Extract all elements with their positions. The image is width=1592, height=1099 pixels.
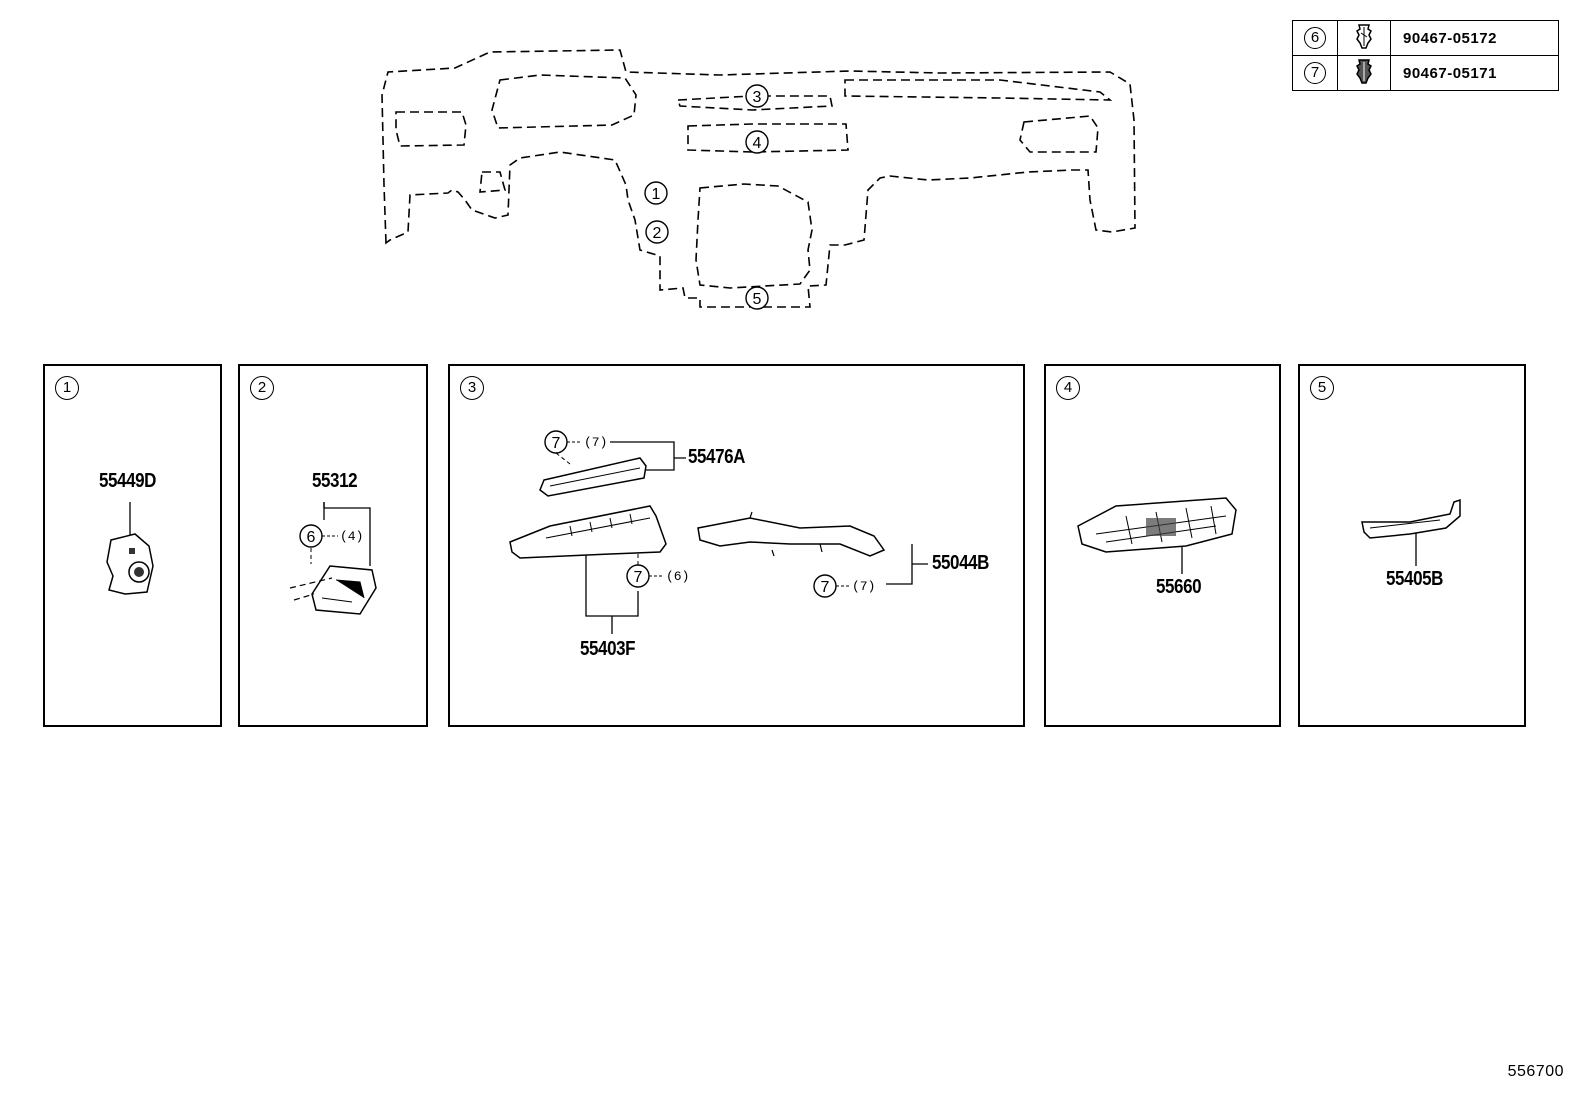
callout-3: 3 [745,84,769,108]
clip-callout: 7 [813,574,837,598]
panel-number: 1 [55,376,79,400]
part-label: 55403F [580,638,636,660]
panel-number: 3 [460,376,484,400]
panel-number: 5 [1310,376,1334,400]
clip-qty: (4) [340,529,363,544]
svg-text:5: 5 [753,291,762,308]
panel-3: 3 55476A 55403F 55044B 7 7 7 (7) (6) (7) [448,364,1025,727]
fastener-row: 7 90467-05171 [1292,55,1559,91]
panel-5-drawing [1361,498,1461,566]
panel-5: 5 55405B [1298,364,1526,727]
callout-4: 4 [745,130,769,154]
panel-number: 2 [250,376,274,400]
panel-2-drawing: 6 (4) [289,502,377,615]
dashboard-overview [381,49,1136,308]
clip-icon [1337,20,1391,56]
fastener-part-no: 90467-05171 [1390,55,1559,91]
svg-text:7: 7 [821,579,830,596]
part-label: 55312 [312,470,358,492]
panel-4: 4 55660 [1044,364,1281,727]
clip-callout: 7 [626,564,650,588]
part-label: 55476A [688,446,746,468]
svg-text:7: 7 [552,435,561,452]
svg-text:2: 2 [653,225,662,242]
lower-trim-part [1361,498,1461,539]
svg-text:1: 1 [652,186,661,203]
fastener-row: 6 90467-05172 [1292,20,1559,56]
panel-4-drawing [1077,497,1237,574]
center-trim-part [697,517,886,557]
clip-qty: (7) [584,435,607,450]
fastener-table: 6 90467-05172 7 90467-05171 [1292,20,1559,91]
panel-bracket-part [311,565,377,615]
svg-text:7: 7 [634,569,643,586]
panel-1-drawing [106,502,154,595]
clip-qty: (6) [666,569,689,584]
clip-callout: 7 [544,430,568,454]
fastener-ref: 6 [1292,20,1338,56]
diagram-code: 556700 [1507,1063,1564,1080]
side-trim-part [509,505,667,559]
callout-1: 1 [644,181,668,205]
part-label: 55405B [1386,568,1444,590]
clip-qty: (7) [852,579,875,594]
clip-icon [1337,55,1391,91]
panel-3-drawing: 7 7 7 (7) (6) (7) [509,430,928,634]
panel-2: 2 55312 6 (4) [238,364,428,727]
part-label: 55449D [99,470,157,492]
fastener-part-no: 90467-05172 [1390,20,1559,56]
lower-cover-part [106,533,154,595]
svg-text:3: 3 [753,89,762,106]
svg-text:4: 4 [753,135,762,152]
panel-number: 4 [1056,376,1080,400]
part-label: 55660 [1156,576,1202,598]
clip-callout: 6 [299,524,323,548]
overview-callouts: 1 2 3 4 5 [644,84,769,310]
callout-5: 5 [745,286,769,310]
fastener-ref: 7 [1292,55,1338,91]
panel-1: 1 55449D [43,364,222,727]
callout-2: 2 [645,220,669,244]
svg-text:6: 6 [307,529,316,546]
part-label: 55044B [932,552,990,574]
